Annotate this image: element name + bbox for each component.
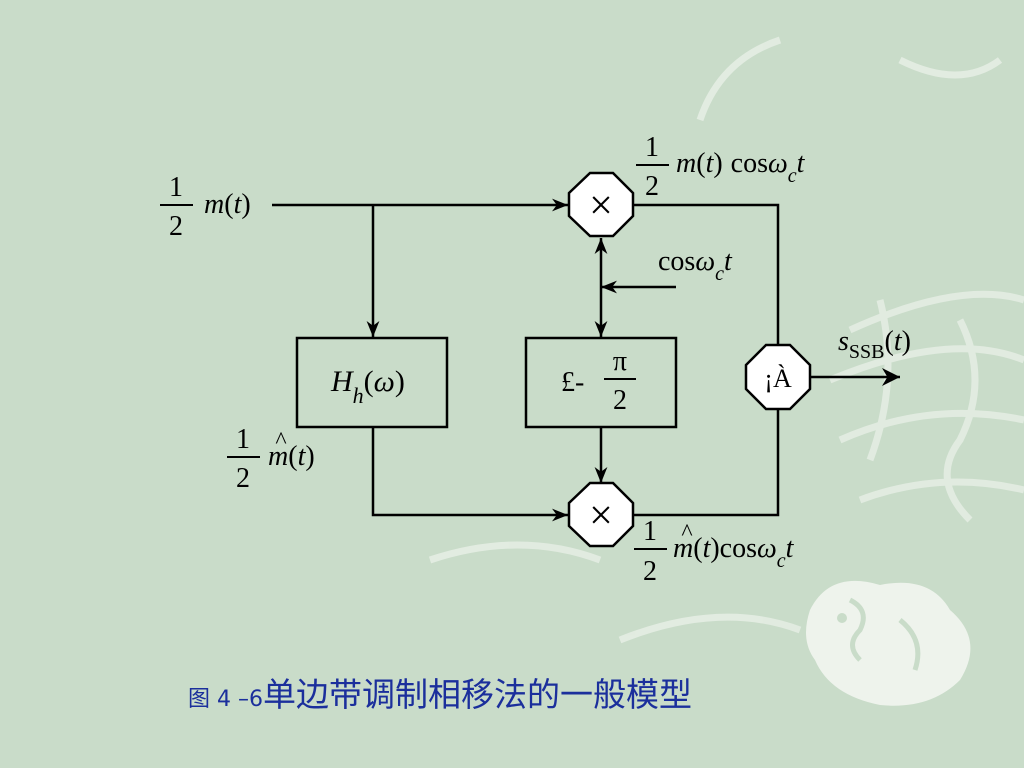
hilbert-to-multiplier [371, 428, 568, 522]
figure-caption: 图 4 –6单边带调制相移法的一般模型 [188, 668, 692, 714]
svg-text:m(t)cosωct: m(t)cosωct [676, 148, 806, 187]
svg-text:2: 2 [645, 171, 659, 202]
svg-text:^: ^ [681, 520, 692, 546]
svg-text:£-: £- [561, 367, 584, 398]
adder: ¡À [744, 343, 812, 411]
top-product-label: 1 2 m(t)cosωct [636, 132, 806, 202]
svg-text:m(t): m(t) [268, 441, 315, 472]
bottom-branch-to-adder [633, 408, 780, 517]
svg-text:1: 1 [169, 172, 183, 203]
svg-text:2: 2 [169, 211, 183, 242]
svg-text:2: 2 [643, 556, 657, 587]
svg-text:π: π [613, 346, 627, 377]
svg-text:m(t)cosωct: m(t)cosωct [673, 533, 795, 572]
hilbert-output-label: 1 2 ^ m(t) [227, 424, 315, 494]
phase-shift-block [524, 336, 678, 429]
hilbert-block-label: Hh(ω) [330, 365, 405, 408]
top-multiplier-symbol: × [589, 183, 613, 229]
bottom-multiplier: × [567, 481, 635, 548]
caption-text: 单边带调制相移法的一般模型 [262, 675, 692, 714]
bottom-multiplier-symbol: × [589, 493, 613, 539]
svg-text:1: 1 [236, 424, 250, 455]
output-label: sSSB(t) [838, 326, 911, 363]
dragon-ornament [806, 580, 971, 706]
phase-block-label: £- π 2 [561, 346, 636, 416]
caption-number: 图 4 –6 [188, 687, 263, 712]
hilbert-filter-block [295, 336, 449, 429]
svg-text:1: 1 [645, 132, 659, 163]
top-multiplier: × [567, 171, 635, 238]
svg-text:2: 2 [613, 385, 627, 416]
top-branch-to-adder [633, 203, 780, 345]
svg-text:m(t): m(t) [204, 189, 251, 220]
bottom-product-label: 1 2 ^ m(t)cosωct [634, 516, 795, 587]
svg-text:1: 1 [643, 516, 657, 547]
signal-lines [272, 198, 900, 522]
carrier-label: cosωct [658, 246, 733, 285]
adder-symbol: ¡À [764, 364, 792, 393]
svg-text:^: ^ [275, 428, 286, 454]
svg-text:2: 2 [236, 463, 250, 494]
input-label: 1 2 m(t) [160, 172, 251, 242]
